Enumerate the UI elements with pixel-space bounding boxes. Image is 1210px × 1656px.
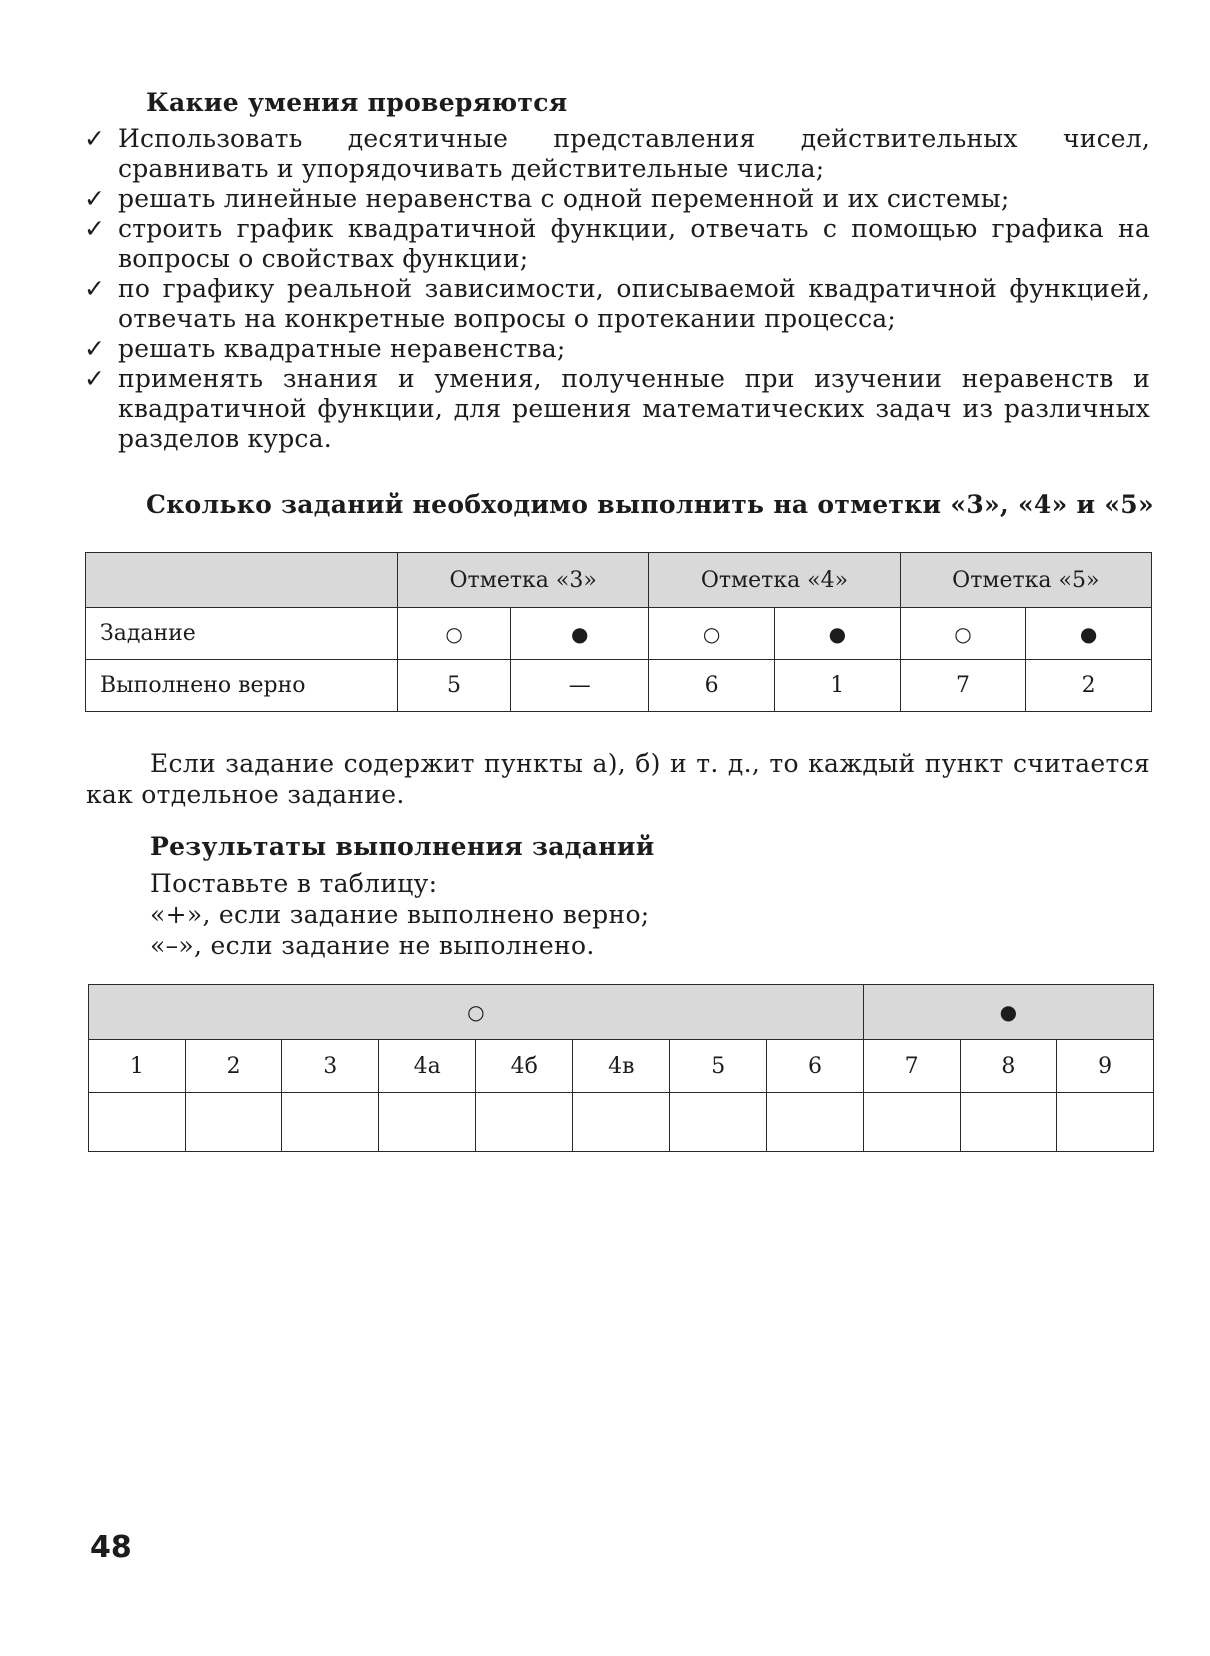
task-number-cell: 3 [281,1039,380,1093]
list-item: ✓ решать квадратные неравенства; [82,334,1150,364]
row-label-done: Выполнено верно [85,659,398,712]
skill-text: решать линейные неравенства с одной пере… [118,184,1010,213]
skills-heading: Какие умения проверяются [146,88,568,117]
note-paragraph: Если задание содержит пункты а), б) и т.… [86,749,1150,809]
results-table: ○ ● 1 2 3 4а 4б 4в 5 6 7 8 9 [88,984,1155,1152]
list-item: ✓ по графику реальной зависимости, описыв… [82,274,1150,334]
advanced-task-icon: ● [1025,607,1152,660]
grades-table: Отметка «3» Отметка «4» Отметка «5» Зада… [85,552,1153,712]
table-header-row: Отметка «3» Отметка «4» Отметка «5» [85,552,1153,608]
header-grade-4: Отметка «4» [648,552,901,608]
task-number-cell: 1 [88,1039,186,1093]
task-number-cell: 4в [572,1039,671,1093]
list-item: ✓ строить график квадратичной функции, от… [82,214,1150,274]
checkmark-icon: ✓ [84,274,106,303]
basic-task-icon: ○ [648,607,775,660]
done-count-cell: 6 [648,659,775,712]
done-count-cell: 1 [773,659,901,712]
task-number-cell: 4б [475,1039,574,1093]
table-row: Задание ○ ● ○ ● ○ ● [85,607,1152,660]
list-item: ✓ решать линейные неравенства с одной пер… [82,184,1150,214]
answer-cell[interactable] [959,1092,1058,1152]
done-count-cell: — [510,659,650,712]
row-label-task: Задание [85,607,398,660]
done-count-cell: 5 [396,659,512,712]
basic-group-icon: ○ [88,984,864,1040]
checkmark-icon: ✓ [84,364,106,393]
results-heading: Результаты выполнения заданий [150,832,655,861]
task-number-cell: 6 [766,1039,864,1093]
skill-text: применять знания и умения, полученные пр… [118,364,1150,453]
skill-text: по графику реальной зависимости, описыва… [118,274,1150,333]
done-count-cell: 7 [899,659,1027,712]
answer-cell[interactable] [862,1092,961,1152]
answer-cell[interactable] [572,1092,671,1152]
skill-text: Использовать десятичные представления де… [118,124,1150,183]
instruction-line: «–», если задание не выполнено. [150,931,595,960]
answer-cell[interactable] [184,1092,283,1152]
task-number-cell: 8 [959,1039,1058,1093]
checkmark-icon: ✓ [84,214,106,243]
answer-cell[interactable] [1056,1092,1154,1152]
instruction-line: «+», если задание выполнено верно; [150,900,650,929]
task-number-cell: 2 [184,1039,283,1093]
checkmark-icon: ✓ [84,124,106,153]
table-header-row: ○ ● [88,984,1155,1040]
task-number-cell: 9 [1056,1039,1154,1093]
table-row: 1 2 3 4а 4б 4в 5 6 7 8 9 [88,1039,1154,1093]
header-blank-cell [85,552,398,608]
list-item: ✓ применять знания и умения, полученные п… [82,364,1150,454]
advanced-task-icon: ● [510,607,650,660]
skill-text: строить график квадратичной функции, отв… [118,214,1150,273]
basic-task-icon: ○ [396,607,512,660]
checkmark-icon: ✓ [84,184,106,213]
answer-cell[interactable] [475,1092,574,1152]
table-row [88,1092,1154,1152]
header-grade-3: Отметка «3» [396,552,650,608]
answer-cell[interactable] [378,1092,477,1152]
checkmark-icon: ✓ [84,334,106,363]
task-number-cell: 4а [378,1039,477,1093]
instructions: Поставьте в таблицу: «+», если задание в… [150,868,1050,961]
skills-list: ✓ Использовать десятичные представления д… [82,124,1150,454]
list-item: ✓ Использовать десятичные представления д… [82,124,1150,184]
basic-task-icon: ○ [899,607,1027,660]
advanced-group-icon: ● [862,984,1155,1040]
answer-cell[interactable] [281,1092,380,1152]
answer-cell[interactable] [766,1092,864,1152]
answer-cell[interactable] [88,1092,186,1152]
done-count-cell: 2 [1025,659,1152,712]
task-number-cell: 5 [669,1039,768,1093]
page-number: 48 [90,1530,132,1565]
instruction-line: Поставьте в таблицу: [150,869,438,898]
advanced-task-icon: ● [773,607,901,660]
table-row: Выполнено верно 5 — 6 1 7 2 [85,659,1152,712]
header-grade-5: Отметка «5» [899,552,1153,608]
grades-heading: Сколько заданий необходимо выполнить на … [146,490,1154,519]
skill-text: решать квадратные неравенства; [118,334,566,363]
task-number-cell: 7 [862,1039,961,1093]
answer-cell[interactable] [669,1092,768,1152]
